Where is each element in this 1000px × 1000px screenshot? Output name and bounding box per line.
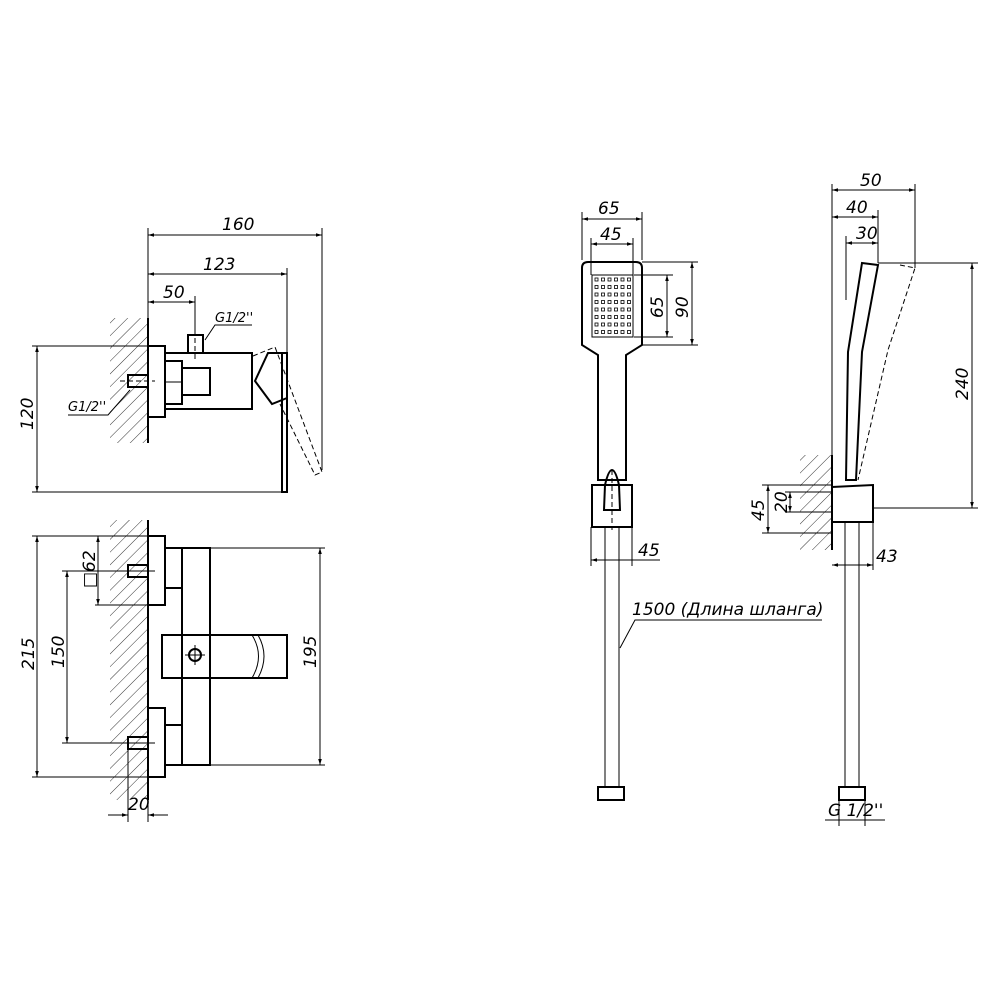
mixer-front-view: 215 □62 150 195 20 [19, 520, 325, 822]
nozzle [614, 285, 618, 289]
nozzle [594, 277, 599, 282]
nozzle [594, 330, 599, 334]
nozzle [620, 322, 625, 327]
nozzle [607, 277, 612, 282]
nozzle [627, 277, 631, 282]
nozzle [614, 322, 618, 327]
mixer-body-front [181, 547, 211, 766]
nozzle [601, 292, 605, 297]
nozzle [627, 292, 631, 297]
dim-45-width: 45 [600, 225, 622, 245]
nozzle [614, 307, 618, 312]
nozzle [607, 315, 612, 319]
dim-45-side: 45 [749, 499, 769, 521]
nozzle [620, 277, 625, 282]
dim-45-holder: 45 [638, 541, 660, 561]
nozzle [594, 307, 599, 312]
nozzle [620, 300, 625, 304]
nozzle [620, 292, 625, 297]
hose [604, 526, 620, 788]
dim-50: 50 [163, 283, 185, 303]
nozzle [627, 300, 631, 304]
spray-nozzles [594, 277, 631, 334]
nozzle [594, 285, 599, 289]
nozzle [601, 300, 605, 304]
nozzle [594, 292, 599, 297]
nozzle [614, 330, 618, 334]
nozzle [614, 292, 618, 297]
nozzle [607, 307, 612, 312]
nozzle [607, 330, 612, 334]
nozzle [607, 322, 612, 327]
nozzle [601, 277, 605, 282]
dim-215: 215 [19, 638, 39, 670]
dim-62: □62 [80, 550, 100, 588]
nozzle [607, 285, 612, 289]
hose-thread-label: G 1/2'' [828, 801, 883, 821]
nozzle [601, 285, 605, 289]
dim-43: 43 [876, 547, 898, 567]
nozzle [601, 307, 605, 312]
nozzle [627, 285, 631, 289]
dim-30: 30 [856, 224, 878, 244]
flange [147, 345, 166, 418]
mixer-side-view: 160 123 50 120 G1/2'' G1/2'' [18, 215, 323, 493]
dim-90: 90 [673, 296, 693, 318]
dim-65-width: 65 [598, 199, 620, 219]
nozzle [607, 292, 612, 297]
nozzle [620, 307, 625, 312]
hose-length-label: 1500 (Длина шланга) [632, 600, 823, 620]
nozzle [594, 322, 599, 327]
dim-20-side: 20 [772, 491, 792, 513]
nozzle [627, 322, 631, 327]
nozzle [594, 315, 599, 319]
dim-160: 160 [222, 215, 254, 235]
dim-240: 240 [953, 368, 973, 400]
nozzle [614, 277, 618, 282]
dim-20: 20 [128, 795, 150, 815]
hand-shower-front-view: 65 45 65 90 45 1500 (Длина шланга) [581, 199, 823, 801]
nozzle [627, 330, 631, 334]
nozzle [620, 315, 625, 319]
nozzle [594, 300, 599, 304]
wall-holder [831, 483, 874, 523]
nozzle [607, 300, 612, 304]
lever [253, 352, 288, 406]
nozzle [620, 285, 625, 289]
dim-40: 40 [846, 198, 868, 218]
dim-120: 120 [18, 398, 38, 430]
nozzle [614, 300, 618, 304]
nozzle [601, 330, 605, 334]
thread-label-top: G1/2'' [215, 311, 253, 326]
lever-front [161, 634, 288, 679]
nozzle [620, 330, 625, 334]
dim-50-side: 50 [860, 171, 882, 191]
dim-65-height: 65 [648, 296, 668, 318]
hand-shower-side-view: 50 40 30 240 45 20 43 G 1/2'' [749, 171, 978, 826]
nozzle [627, 307, 631, 312]
dim-123: 123 [203, 255, 235, 275]
dim-195: 195 [301, 636, 321, 668]
hand-shower-head [581, 261, 643, 481]
nozzle [614, 315, 618, 319]
nozzle [601, 315, 605, 319]
dim-150: 150 [49, 636, 69, 668]
thread-label-wall: G1/2'' [68, 400, 106, 415]
nozzle [601, 322, 605, 327]
nozzle [627, 315, 631, 319]
handset-side [844, 261, 880, 481]
